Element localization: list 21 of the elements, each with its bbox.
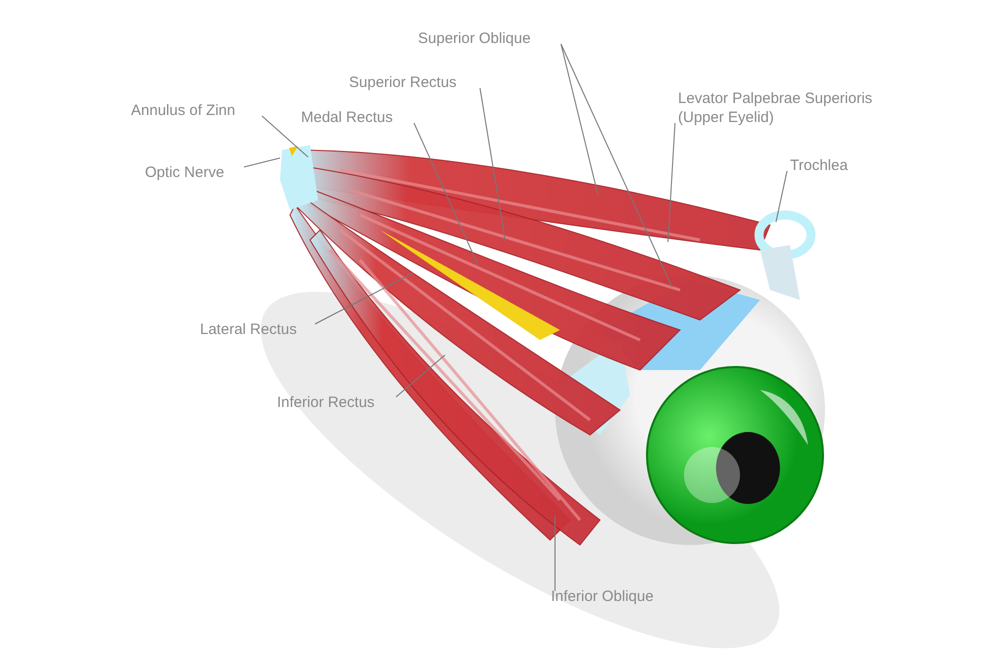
part-label: Inferior Oblique bbox=[551, 587, 677, 606]
leader-line bbox=[414, 122, 478, 266]
leader-line bbox=[244, 158, 280, 168]
leader-line bbox=[480, 88, 506, 240]
part-label: Superior Rectus bbox=[349, 73, 477, 92]
part-label: Medal Rectus bbox=[301, 108, 411, 127]
leader-line bbox=[668, 122, 676, 242]
leader-line bbox=[396, 354, 446, 398]
part-label: Optic Nerve bbox=[145, 163, 241, 182]
part-label: Levator Palpebrae Superioris (Upper Eyelid) bbox=[678, 89, 878, 127]
part-label: Lateral Rectus bbox=[200, 320, 312, 339]
leader-line bbox=[554, 514, 556, 592]
part-label: Trochlea bbox=[790, 156, 860, 175]
part-label: Inferior Rectus bbox=[277, 393, 393, 412]
leader-line bbox=[314, 272, 414, 324]
part-label: Annulus of Zinn bbox=[131, 101, 259, 120]
leader-line bbox=[560, 44, 672, 288]
leader-line bbox=[776, 170, 788, 222]
leader-line bbox=[560, 44, 598, 196]
leader-line bbox=[262, 116, 308, 158]
part-label: Superior Oblique bbox=[418, 29, 558, 48]
